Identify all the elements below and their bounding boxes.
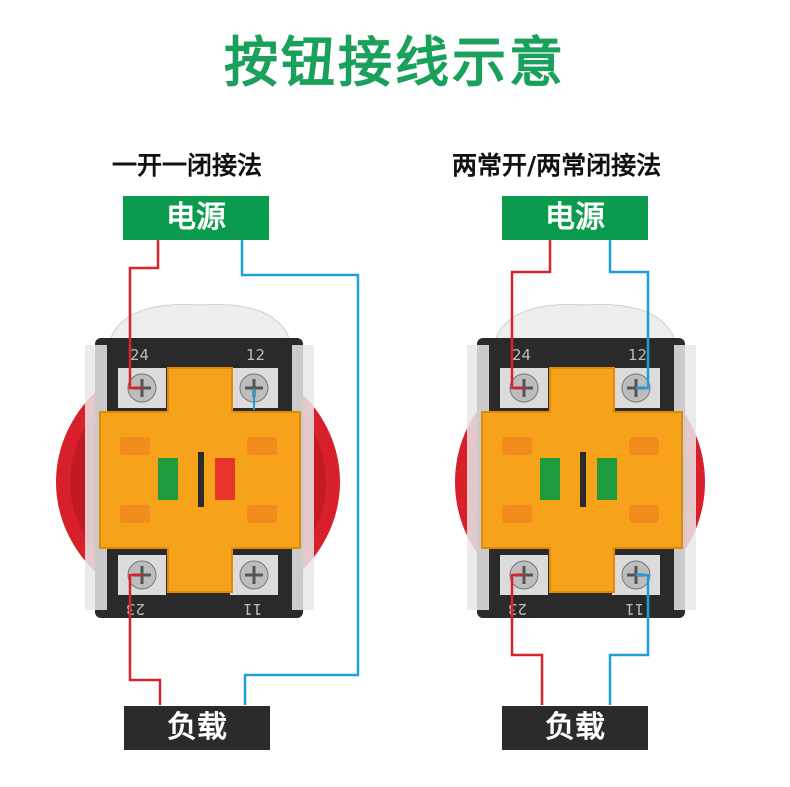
red-wire-bottom <box>510 573 544 705</box>
terminal-label: 24 <box>512 346 531 364</box>
red-wire-top <box>128 240 160 390</box>
contact-indicator-right <box>215 458 235 500</box>
left-switch-diagram: 24 12 23 11 <box>56 240 360 705</box>
left-subtitle: 一开一闭接法 <box>112 151 263 180</box>
terminal-label: 24 <box>130 346 149 364</box>
right-subtitle: 两常开/两常闭接法 <box>452 151 662 180</box>
contact-indicator-left <box>540 458 560 500</box>
terminal-label: 11 <box>243 600 262 618</box>
terminal-label: 12 <box>628 346 647 364</box>
white-cap <box>494 303 676 341</box>
right-power-label: 电源 <box>502 196 648 240</box>
red-wire-bottom <box>128 573 162 705</box>
right-switch-diagram: 24 12 23 11 <box>455 240 705 705</box>
blue-wire-top <box>608 240 650 390</box>
red-wire-top <box>510 240 552 390</box>
blue-wire-top <box>240 240 360 705</box>
contact-indicator-right <box>597 458 617 500</box>
left-load-label: 负载 <box>124 706 270 750</box>
terminal-label: 11 <box>625 600 644 618</box>
contact-indicator-left <box>158 458 178 500</box>
left-power-label: 电源 <box>123 196 269 240</box>
terminal-label: 12 <box>246 346 265 364</box>
blue-wire-bottom <box>608 573 650 705</box>
white-cap <box>109 303 291 341</box>
right-load-label: 负载 <box>502 706 648 750</box>
page-title: 按钮接线示意 <box>224 31 566 94</box>
